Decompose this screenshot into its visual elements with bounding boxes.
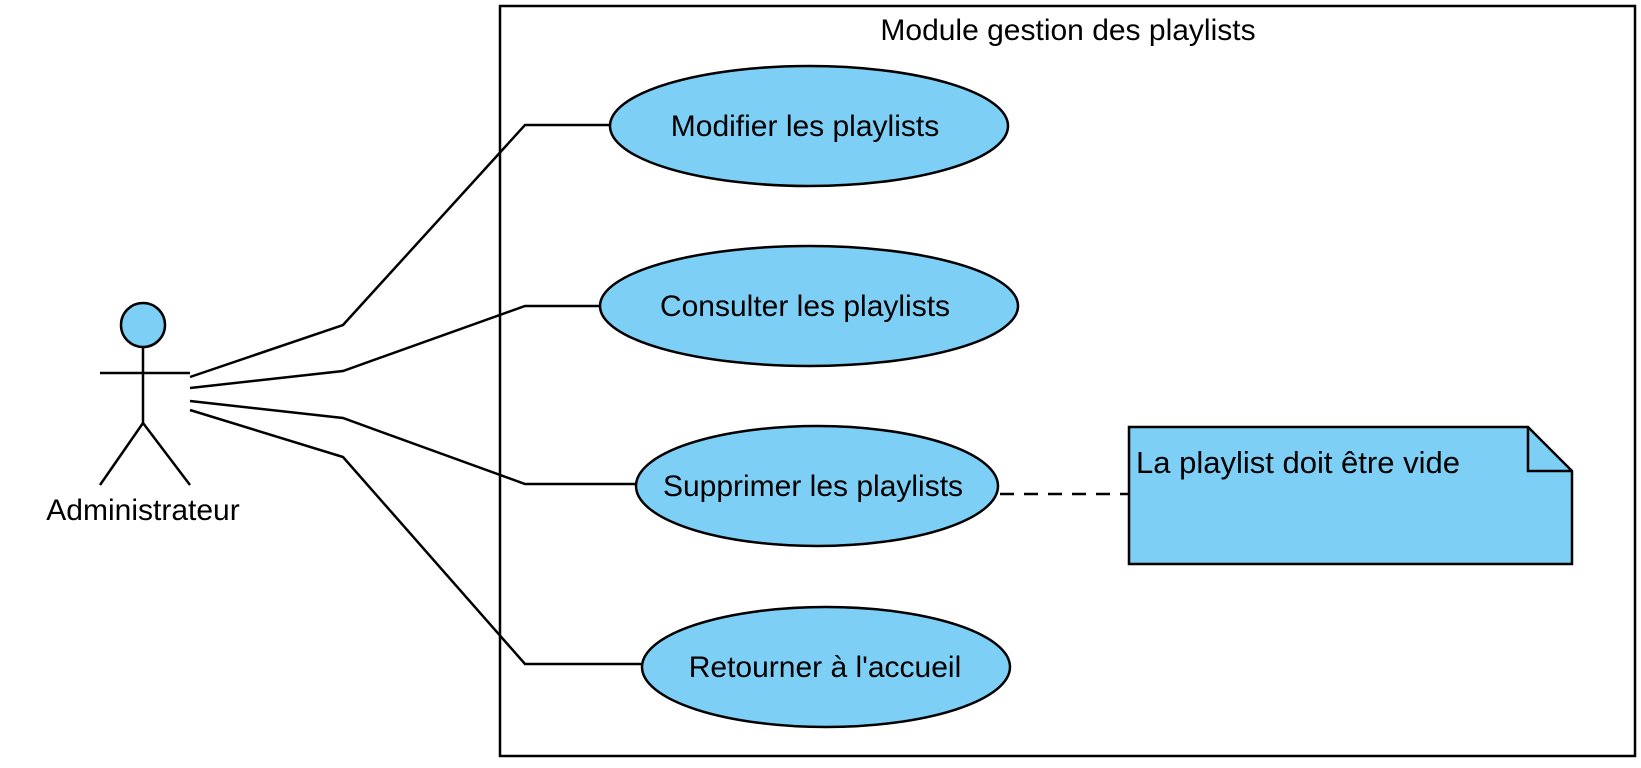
use-case-shape [634, 424, 1000, 548]
use-case-label: Retourner à l'accueil [689, 651, 962, 684]
use-case-label: Consulter les playlists [660, 290, 950, 323]
use-case-shape [640, 605, 1012, 729]
actor-head [119, 301, 167, 349]
note-shape [1127, 425, 1574, 566]
actor-name: Administrateur [46, 494, 239, 527]
use-case-label: Modifier les playlists [671, 110, 939, 143]
use-case-modifier[interactable]: Modifier les playlists [608, 64, 1010, 188]
use-case-shape [598, 244, 1020, 368]
use-case-supprimer[interactable]: Supprimer les playlists [634, 424, 1000, 548]
actor-left-leg [98, 422, 145, 486]
actor-administrateur[interactable]: Administrateur [46, 301, 240, 527]
note-text: La playlist doit être vide [1136, 445, 1460, 480]
note-fold [1526, 427, 1572, 473]
association-consulter [189, 304, 600, 390]
use-case-label: Supprimer les playlists [663, 470, 963, 503]
note[interactable]: La playlist doit être vide [1127, 425, 1574, 566]
use-case-consulter[interactable]: Consulter les playlists [598, 244, 1020, 368]
association-retourner [189, 408, 641, 666]
use-case-shape [608, 64, 1010, 188]
system-title: Module gestion des playlists [880, 14, 1255, 47]
use-case-retourner[interactable]: Retourner à l'accueil [640, 605, 1012, 729]
association-supprimer [189, 399, 636, 486]
association-modifier [189, 123, 610, 379]
actor-right-leg [142, 422, 191, 486]
